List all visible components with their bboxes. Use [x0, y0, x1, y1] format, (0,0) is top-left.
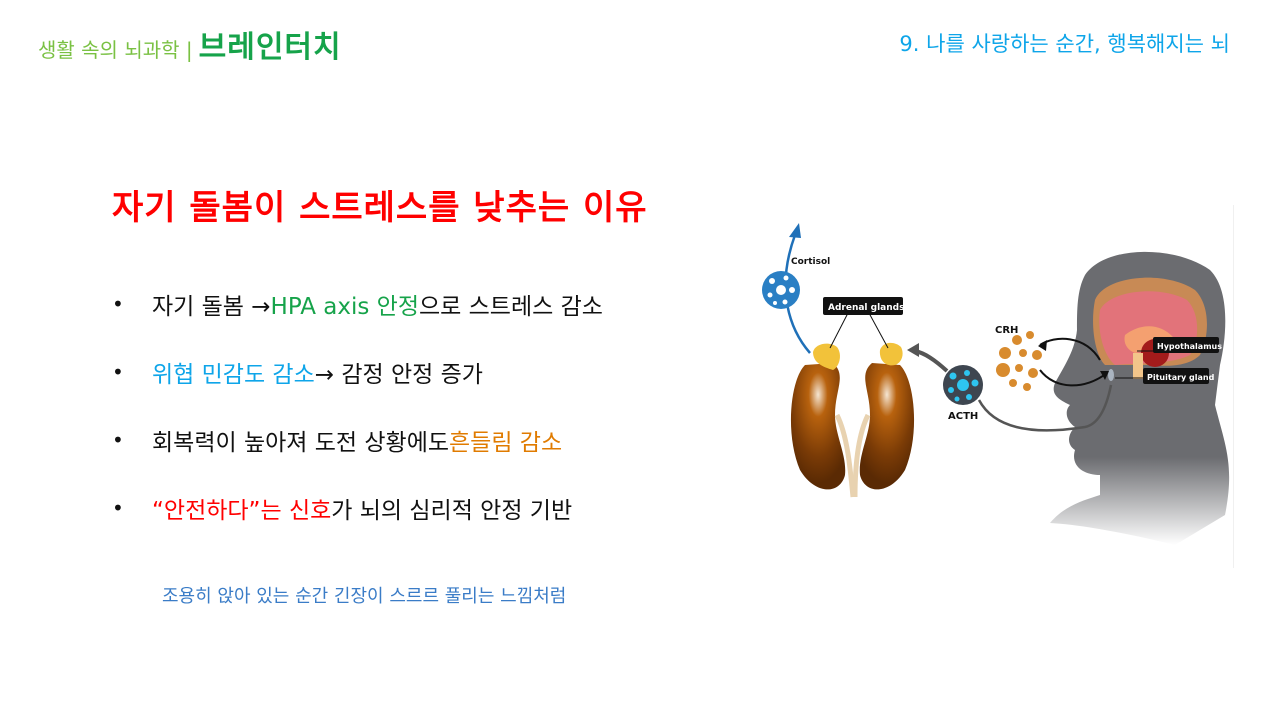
bullet-text: 회복력이 높아져 도전 상황에도: [152, 430, 450, 456]
crh-particles-icon: [996, 331, 1042, 391]
bullet-text: 가 뇌의 심리적 안정 기반: [331, 498, 573, 524]
bullet-text: → 감정 안정 증가: [314, 362, 483, 388]
kidneys-icon: [790, 342, 915, 498]
bullet-item: • 회복력이 높아져 도전 상황에도 흔들림 감소: [112, 406, 603, 474]
bullet-highlight: HPA axis 안정: [270, 294, 419, 320]
bullet-item: • 위협 민감도 감소 → 감정 안정 증가: [112, 338, 603, 406]
bullet-item: • 자기 돌봄 → HPA axis 안정 으로 스트레스 감소: [112, 270, 603, 338]
bullet-icon: •: [112, 360, 124, 384]
brand-name: 브레인터치: [198, 30, 342, 65]
bullet-icon: •: [112, 496, 124, 520]
head-silhouette-icon: [1050, 251, 1230, 545]
bullet-item: • “안전하다”는 신호 가 뇌의 심리적 안정 기반: [112, 474, 603, 542]
bullet-icon: •: [112, 292, 124, 316]
hpa-axis-illustration: CRH ACTH Adrenal glands: [755, 205, 1234, 568]
acth-label: ACTH: [948, 411, 978, 422]
crh-label: CRH: [995, 325, 1018, 336]
chapter-title: 9. 나를 사랑하는 순간, 행복해지는 뇌: [899, 32, 1230, 56]
cortisol-label: Cortisol: [791, 257, 830, 267]
bullet-icon: •: [112, 428, 124, 452]
bullet-text: 자기 돌봄 →: [152, 294, 271, 320]
bullet-list: • 자기 돌봄 → HPA axis 안정 으로 스트레스 감소 • 위협 민감…: [112, 270, 603, 542]
adrenal-glands-label: Adrenal glands: [828, 303, 904, 313]
bullet-highlight: 위협 민감도 감소: [152, 362, 315, 388]
hypothalamus-label: Hypothalamus: [1157, 342, 1222, 351]
series-label: 생활 속의 뇌과학 |: [38, 38, 193, 62]
pituitary-gland-label: Pituitary gland: [1147, 373, 1215, 382]
bullet-highlight: 흔들림 감소: [449, 430, 563, 456]
caption: 조용히 앉아 있는 순간 긴장이 스르르 풀리는 느낌처럼: [162, 586, 567, 607]
bullet-text: 으로 스트레스 감소: [419, 294, 603, 320]
slide-title: 자기 돌봄이 스트레스를 낮추는 이유: [112, 188, 648, 228]
bullet-highlight: “안전하다”는 신호: [152, 498, 332, 524]
header-left: 생활 속의 뇌과학 | 브레인터치: [38, 22, 342, 66]
